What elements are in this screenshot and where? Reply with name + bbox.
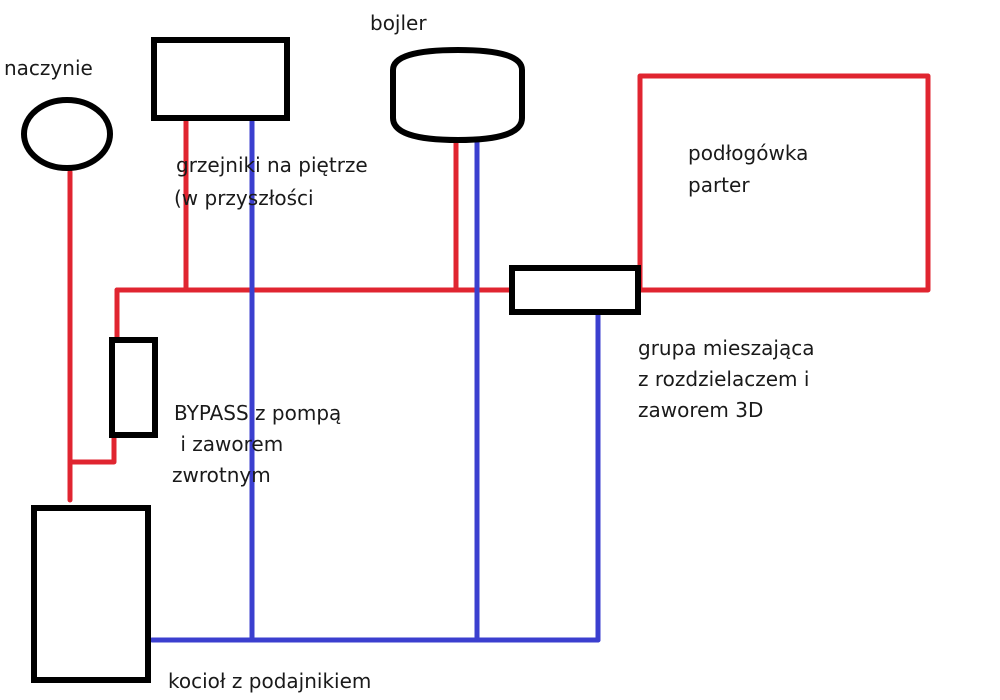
return-pipes: [149, 115, 601, 643]
bypass-label-line3: zwrotnym: [172, 463, 271, 487]
podlogowka-label-line1: podłogówka: [688, 141, 808, 165]
bypass-label-line1: BYPASS z pompą: [174, 401, 341, 425]
bojler-tank-shape: [390, 46, 525, 144]
grzejniki-label-line2: (w przyszłości: [174, 186, 314, 210]
grupa-label-line2: z rozdzielaczem i: [638, 367, 809, 391]
bojler-label: bojler: [370, 11, 427, 35]
underfloor-heating-loop: [637, 73, 931, 293]
podlogowka-label-line2: parter: [688, 173, 750, 197]
components: [21, 37, 641, 683]
expansion-vessel-shape: [21, 97, 113, 171]
grzejniki-label-line1: grzejniki na piętrze: [176, 153, 368, 177]
grupa-label-line1: grupa mieszająca: [638, 336, 814, 360]
naczynie-label: naczynie: [4, 56, 93, 80]
grupa-label-line3: zaworem 3D: [638, 398, 763, 422]
bypass-label-line2: i zaworem: [174, 432, 283, 456]
kociol-label: kocioł z podajnikiem: [168, 669, 371, 693]
radiators-box: [151, 37, 290, 121]
bypass-pump-box: [109, 337, 158, 438]
supply-pipes: [67, 73, 931, 503]
kociol-boiler-box: [31, 505, 151, 683]
bypass-lower-connection: [67, 434, 117, 465]
mixing-group-box: [509, 265, 641, 315]
labels: naczynie bojler grzejniki na piętrze (w …: [4, 11, 814, 693]
